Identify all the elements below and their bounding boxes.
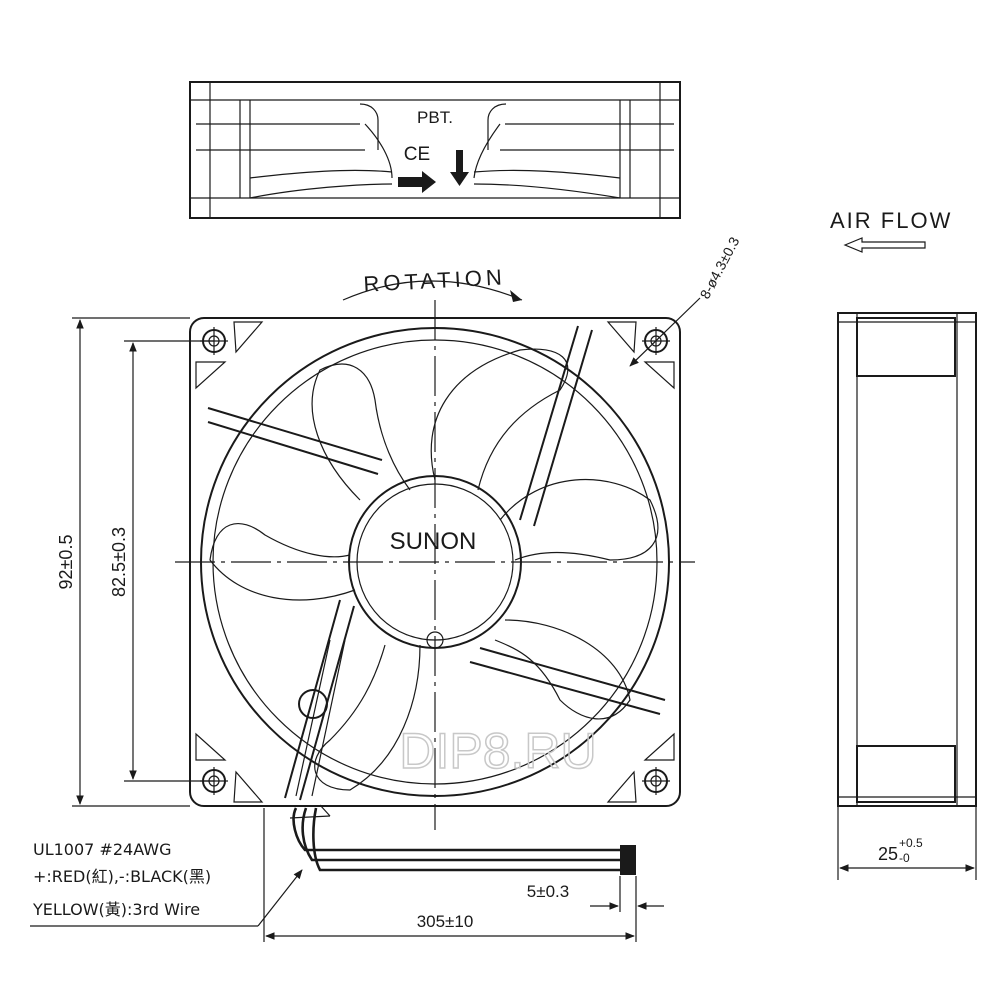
watermark: DIP8.RU bbox=[399, 723, 596, 779]
hole-leader bbox=[629, 297, 701, 367]
wire-spec: UL1007 #24AWG +:RED(紅),-:BLACK(黑) YELLOW… bbox=[30, 840, 303, 927]
wire-length-label: 305±10 bbox=[417, 912, 474, 931]
side-view-outline bbox=[837, 312, 977, 807]
depth-tol-minus: -0 bbox=[899, 851, 910, 865]
hole-pitch-label: 82.5±0.3 bbox=[109, 527, 129, 597]
wire-spec-line2: +:RED(紅),-:BLACK(黑) bbox=[33, 867, 211, 886]
air-flow-indicator: AIR FLOW bbox=[830, 208, 952, 253]
top-view-outline bbox=[189, 81, 681, 219]
rotation-arrow-icon bbox=[342, 280, 523, 301]
air-flow-label: AIR FLOW bbox=[830, 208, 952, 233]
front-view: ROTATION bbox=[56, 234, 742, 875]
overall-height-label: 92±0.5 bbox=[56, 535, 76, 590]
depth-tol-plus: +0.5 bbox=[899, 836, 923, 850]
hole-spec: 8-ø4.3±0.3 bbox=[697, 234, 743, 301]
strip-length-label: 5±0.3 bbox=[527, 882, 569, 901]
side-view: 25 +0.5 -0 bbox=[837, 312, 977, 880]
wire-spec-line1: UL1007 #24AWG bbox=[33, 840, 171, 859]
arrow-left-icon bbox=[843, 237, 926, 253]
lead-wires bbox=[289, 804, 636, 875]
wire-leader bbox=[257, 869, 303, 927]
side-hub-top bbox=[856, 317, 956, 377]
side-hub-bottom bbox=[856, 745, 956, 803]
depth-main: 25 bbox=[878, 844, 898, 864]
arrow-down-icon bbox=[450, 150, 469, 186]
wire-dimensions: 5±0.3 305±10 bbox=[263, 808, 664, 942]
arrow-right-icon bbox=[398, 171, 436, 193]
fan-spokes bbox=[207, 325, 666, 801]
brand-label: SUNON bbox=[390, 528, 477, 555]
ce-mark: CE bbox=[404, 144, 430, 165]
fan-blades bbox=[209, 348, 659, 791]
material-label: PBT. bbox=[417, 108, 453, 127]
wire-spec-line3: YELLOW(黃):3rd Wire bbox=[32, 900, 200, 919]
top-view: PBT. CE bbox=[189, 81, 681, 219]
